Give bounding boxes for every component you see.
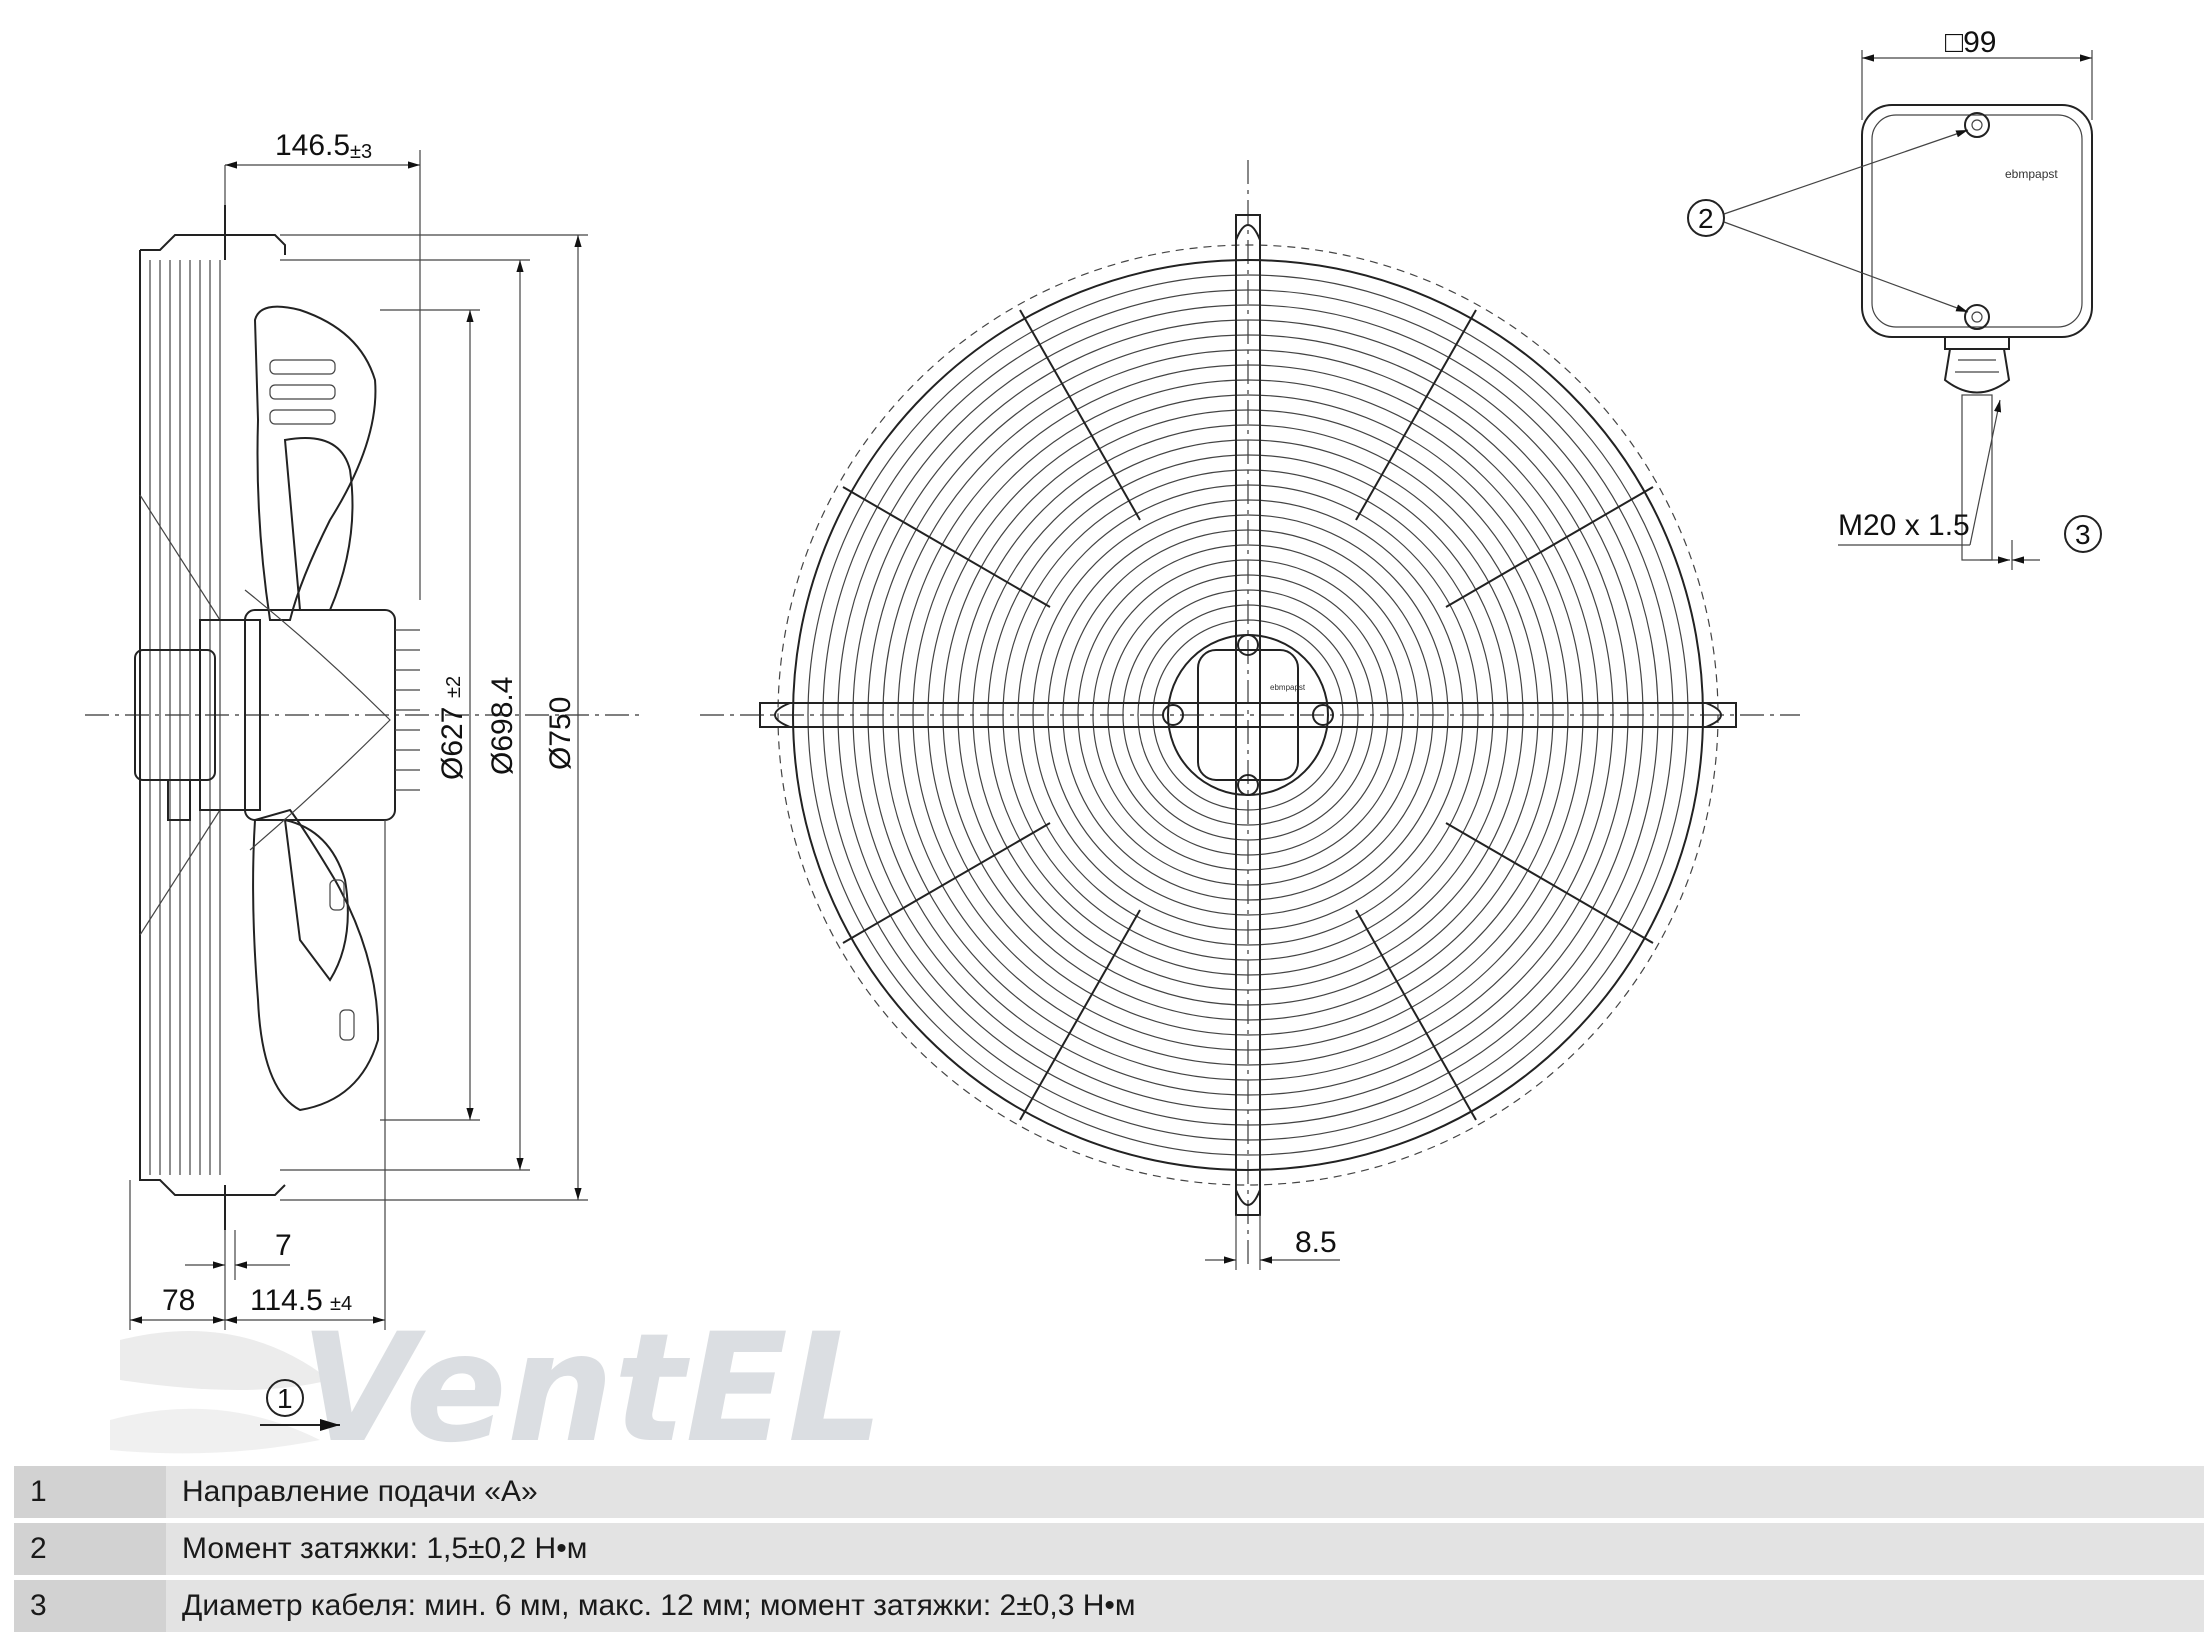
terminal-box-view: □99 ebmpapst 2 M20 x 1.5 3 [1687, 26, 2102, 570]
dim-78: 78 [162, 1284, 195, 1317]
dim-114-tol: ±4 [330, 1293, 352, 1315]
hub-brand-label: ebmpapst [1270, 683, 1306, 692]
dim-box: □99 [1945, 26, 1997, 59]
callout-3: 3 [2075, 519, 2091, 550]
dim-114: 114.5 [250, 1284, 323, 1317]
legend-text: Диаметр кабеля: мин. 6 мм, макс. 12 мм; … [182, 1589, 1136, 1622]
legend-row: 2 Момент затяжки: 1,5±0,2 Н•м [14, 1523, 2204, 1575]
dim-side-depth-tol: ±3 [350, 141, 372, 163]
dim-dia-627-tol: ±2 [443, 676, 465, 698]
thread-label: M20 x 1.5 [1838, 509, 1970, 542]
side-view: 146.5 ±3 Ø627 ±2 Ø698.4 Ø750 7 78 114 [85, 129, 640, 1431]
dim-dia-698: Ø698.4 [486, 677, 519, 775]
dim-side-depth: 146.5 [275, 129, 350, 162]
legend-num: 1 [14, 1466, 166, 1518]
dim-7: 7 [275, 1229, 292, 1262]
legend-row: 3 Диаметр кабеля: мин. 6 мм, макс. 12 мм… [14, 1580, 2204, 1632]
legend-num: 2 [14, 1523, 166, 1575]
dim-dia-627: Ø627 [436, 707, 469, 780]
front-view: ebmpapst 8.5 [700, 160, 1800, 1270]
legend-text: Направление подачи «A» [182, 1475, 538, 1508]
dim-dia-750: Ø750 [544, 697, 577, 770]
legend-text: Момент затяжки: 1,5±0,2 Н•м [182, 1532, 588, 1565]
box-brand-label: ebmpapst [2005, 167, 2058, 181]
legend-row: 1 Направление подачи «A» [14, 1466, 2204, 1518]
legend-num: 3 [14, 1580, 166, 1632]
technical-drawing: VentEL [85, 26, 2102, 1460]
callout-2-circle [1687, 199, 1725, 237]
callout-1: 1 [277, 1383, 293, 1414]
legend-table: 1 Направление подачи «A» 2 Момент затяжк… [14, 1466, 2204, 1637]
callout-3-circle [2064, 515, 2102, 553]
dim-8-5: 8.5 [1295, 1226, 1337, 1259]
watermark: VentEL [110, 1302, 883, 1460]
callout-1-circle [266, 1379, 304, 1417]
callout-2: 2 [1698, 203, 1714, 234]
watermark-text: VentEL [300, 1302, 883, 1460]
